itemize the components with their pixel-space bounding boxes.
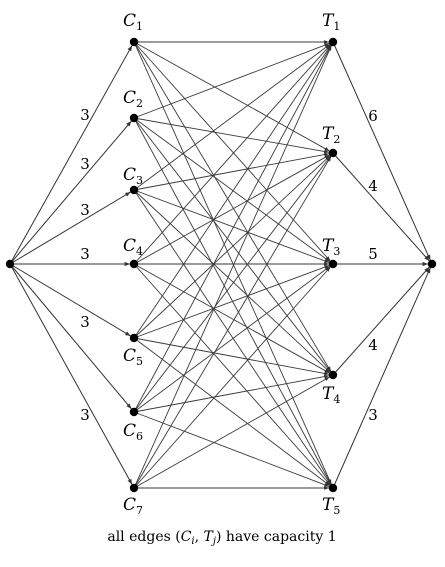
edge-c2-t4 <box>133 117 331 373</box>
edge-c3-t2 <box>133 152 330 191</box>
label-c2: C2 <box>123 88 143 110</box>
source-capacity-label: 3 <box>80 155 90 173</box>
edge-t4-sink <box>332 266 430 376</box>
edge-c5-t5 <box>133 337 331 486</box>
edge-source-c1 <box>9 45 133 265</box>
source-capacity-label: 3 <box>80 106 90 124</box>
edge-source-c7 <box>9 263 133 485</box>
edge-c6-t3 <box>133 266 331 413</box>
edge-c2-t1 <box>133 43 330 119</box>
edge-c4-t1 <box>133 44 331 265</box>
node-c1 <box>129 37 139 47</box>
nodes <box>5 37 437 493</box>
edge-c2-t3 <box>133 117 331 262</box>
edge-source-c5 <box>9 263 131 337</box>
edge-c5-t4 <box>133 337 330 376</box>
edge-t1-sink <box>332 41 431 261</box>
label-c1: C1 <box>123 11 143 33</box>
edge-source-c2 <box>9 120 132 265</box>
edge-t5-sink <box>332 267 431 489</box>
source-node <box>5 259 15 269</box>
edge-c6-t5 <box>133 411 330 487</box>
sink-capacity-label: 4 <box>368 177 378 195</box>
node-c2 <box>129 113 139 123</box>
edge-c4-t2 <box>133 154 330 265</box>
edge-c3-t4 <box>133 189 331 373</box>
edge-c1-t2 <box>133 41 330 152</box>
node-c3 <box>129 185 139 195</box>
node-t1 <box>328 37 338 47</box>
edge-c6-t1 <box>133 45 332 413</box>
edge-c6-t4 <box>133 374 330 413</box>
label-c4: C4 <box>123 236 143 258</box>
node-t3 <box>328 259 338 269</box>
sink-capacity-label: 4 <box>368 336 378 354</box>
node-t5 <box>328 483 338 493</box>
sink-capacity-label: 5 <box>368 245 378 263</box>
edge-c1-t4 <box>133 41 332 372</box>
edge-c4-t4 <box>133 263 330 374</box>
label-t3: T3 <box>322 236 340 258</box>
source-capacity-label: 3 <box>80 201 90 219</box>
caption: all edges (Ci, Tj) have capacity 1 <box>107 529 336 547</box>
edge-source-c6 <box>9 263 132 410</box>
edge-c7-t4 <box>133 376 330 489</box>
edge-c1-t5 <box>133 41 332 485</box>
node-t2 <box>328 148 338 158</box>
edge-c5-t3 <box>133 264 330 339</box>
source-capacity-label: 3 <box>80 245 90 263</box>
edge-c3-t3 <box>133 189 330 264</box>
node-c5 <box>129 333 139 343</box>
label-c7: C7 <box>123 495 143 517</box>
label-t4: T4 <box>322 384 340 406</box>
edge-c5-t2 <box>133 155 331 339</box>
node-c6 <box>129 407 139 417</box>
source-sink-edges <box>9 41 431 489</box>
edge-c7-t1 <box>133 45 332 489</box>
capacity-labels: 3 3 3 3 3 3 6 4 5 4 3 <box>80 106 378 424</box>
label-t5: T5 <box>322 495 340 517</box>
label-c5: C5 <box>123 346 143 368</box>
edge-c7-t2 <box>133 156 332 489</box>
edge-c3-t5 <box>133 189 332 485</box>
label-c3: C3 <box>123 165 143 187</box>
edge-c4-t5 <box>133 263 331 486</box>
node-t4 <box>328 370 338 380</box>
edge-c5-t1 <box>133 45 332 339</box>
bipartite-edges <box>133 40 332 490</box>
sink-node <box>427 259 437 269</box>
label-c6: C6 <box>123 421 143 443</box>
source-capacity-label: 3 <box>80 313 90 331</box>
node-c4 <box>129 259 139 269</box>
source-capacity-label: 3 <box>80 406 90 424</box>
edge-t2-sink <box>332 152 430 262</box>
edge-c7-t3 <box>133 266 331 489</box>
edge-c1-t3 <box>133 41 331 262</box>
label-t2: T2 <box>322 124 340 146</box>
node-c7 <box>129 483 139 493</box>
label-t1: T1 <box>322 11 340 33</box>
edge-source-c3 <box>9 191 131 265</box>
sink-capacity-label: 3 <box>368 406 378 424</box>
edge-c2-t2 <box>133 117 330 154</box>
edge-c6-t2 <box>133 155 331 413</box>
sink-capacity-label: 6 <box>368 107 378 125</box>
edge-c3-t1 <box>133 44 331 191</box>
